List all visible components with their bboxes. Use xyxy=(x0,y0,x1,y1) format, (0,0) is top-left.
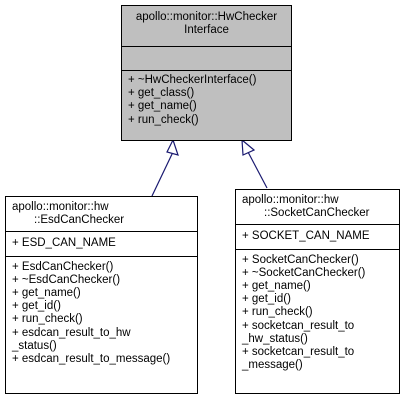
socketcan-checker-box: apollo::monitor::hw ::SocketCanChecker +… xyxy=(235,189,400,394)
method-item: + get_name() xyxy=(242,280,311,293)
socketcan-checker-attributes: + SOCKET_CAN_NAME xyxy=(236,224,399,248)
method-item: + get_name() xyxy=(128,100,197,113)
title-line: ::EsdCanChecker xyxy=(34,214,125,227)
esdcan-checker-title: apollo::monitor::hw ::EsdCanChecker xyxy=(6,197,197,231)
method-item: + get_name() xyxy=(12,287,81,300)
socketcan-checker-title: apollo::monitor::hw ::SocketCanChecker xyxy=(236,190,399,224)
method-item: + run_check() xyxy=(242,306,313,319)
esdcan-checker-box: apollo::monitor::hw ::EsdCanChecker + ES… xyxy=(5,196,198,394)
title-line: Interface xyxy=(184,24,229,37)
method-item: _message() xyxy=(242,359,303,372)
title-line: ::SocketCanChecker xyxy=(264,207,370,220)
method-item: + ~EsdCanChecker() xyxy=(12,273,121,286)
base-class-attributes xyxy=(122,46,291,70)
method-item: + socketcan_result_to xyxy=(242,319,355,332)
title-line: apollo::monitor::hw xyxy=(242,194,339,206)
attribute-item: + SOCKET_CAN_NAME xyxy=(242,230,370,243)
method-item: + run_check() xyxy=(12,313,83,326)
method-item: + ~SocketCanChecker() xyxy=(242,266,366,279)
method-item: + ~HwCheckerInterface() xyxy=(128,74,257,86)
method-item: + esdcan_result_to_message() xyxy=(12,353,171,366)
method-item: _status() xyxy=(12,339,57,352)
socketcan-checker-methods: + SocketCanChecker() + ~SocketCanChecker… xyxy=(236,248,399,375)
method-item: + SocketCanChecker() xyxy=(242,253,359,266)
method-item: + get_id() xyxy=(12,300,61,313)
method-item: + EsdCanChecker() xyxy=(12,260,114,273)
method-item: + get_id() xyxy=(242,293,291,306)
method-item: + esdcan_result_to_hw xyxy=(12,326,131,339)
arrow-left xyxy=(151,138,179,197)
esdcan-checker-attributes: + ESD_CAN_NAME xyxy=(6,231,197,255)
arrow-right xyxy=(241,138,268,189)
title-line: apollo::monitor::HwChecker xyxy=(135,11,278,23)
base-class-title: apollo::monitor::HwChecker Interface xyxy=(122,6,291,46)
base-class-box: apollo::monitor::HwChecker Interface + ~… xyxy=(121,5,292,141)
title-line: apollo::monitor::hw xyxy=(12,201,109,213)
esdcan-checker-methods: + EsdCanChecker() + ~EsdCanChecker() + g… xyxy=(6,255,197,369)
method-item: + socketcan_result_to xyxy=(242,346,355,359)
base-class-methods: + ~HwCheckerInterface() + get_class() + … xyxy=(122,70,291,129)
method-item: _hw_status() xyxy=(242,332,308,345)
method-item: + run_check() xyxy=(128,113,199,126)
method-item: + get_class() xyxy=(128,87,195,100)
attribute-item: + ESD_CAN_NAME xyxy=(12,237,116,250)
